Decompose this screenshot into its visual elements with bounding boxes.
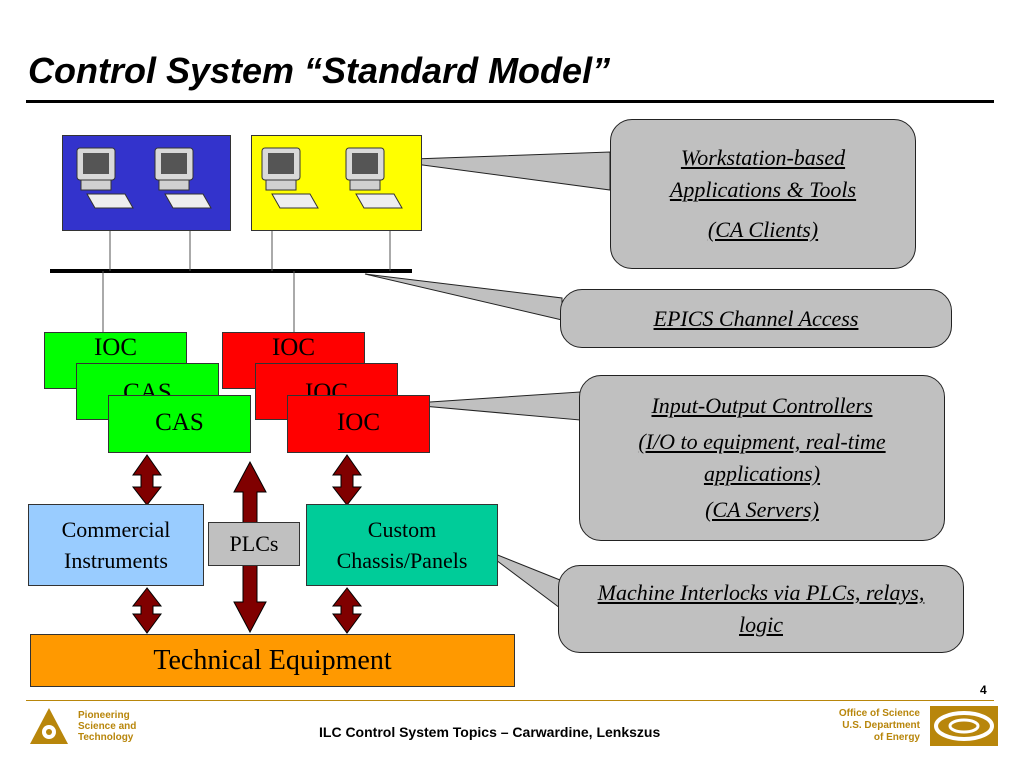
footer-divider [26, 700, 994, 701]
workstation-panel-yellow [251, 135, 422, 231]
workstation-panel-blue [62, 135, 231, 231]
callout-text: EPICS Channel Access [653, 305, 859, 331]
callout-workstation: Workstation-based Applications & Tools (… [610, 119, 916, 269]
footer-left-line: Technology [78, 732, 134, 743]
workstation-icons [76, 147, 212, 209]
callout-epics: EPICS Channel Access [560, 289, 952, 348]
page-title: Control System “Standard Model” [28, 50, 611, 91]
ioc-box-red-front: IOC [287, 395, 430, 453]
callout-ioc: Input-Output Controllers (I/O to equipme… [579, 375, 945, 541]
technical-equipment-box: Technical Equipment [30, 634, 515, 687]
computer-icon [345, 147, 403, 209]
double-arrow-right-lower [331, 587, 363, 634]
footer-right-line: U.S. Department [842, 720, 920, 731]
callout-text: (CA Clients) [707, 217, 819, 242]
callout-text: Input-Output Controllers [651, 393, 873, 418]
workstation-icons [261, 147, 403, 209]
double-arrow-left-upper [131, 454, 163, 506]
callout-text: (I/O to equipment, real-time application… [638, 429, 886, 486]
footer-right-line: of Energy [873, 732, 920, 743]
callout-text: (CA Servers) [705, 497, 819, 522]
footer-right-text: Office of Science U.S. Department of Ene… [800, 708, 920, 744]
cas-box-green-front: CAS [108, 395, 251, 453]
double-arrow-left-lower [131, 587, 163, 634]
callout-text: Applications & Tools [669, 177, 857, 202]
callout-pointer [364, 273, 563, 321]
footer-left-line: Pioneering [78, 710, 130, 721]
computer-icon [76, 147, 134, 209]
commercial-instruments-box: Commercial Instruments [28, 504, 204, 586]
science-logo-icon [30, 708, 68, 744]
double-arrow-right-upper [331, 454, 363, 506]
callout-text: Workstation-based [680, 145, 846, 170]
footer-right-line: Office of Science [838, 708, 920, 719]
page-number: 4 [980, 683, 987, 697]
doe-logo-icon [930, 706, 998, 746]
plcs-box: PLCs [208, 522, 300, 566]
custom-chassis-box: Custom Chassis/Panels [306, 504, 498, 586]
footer-left-line: Science and [78, 721, 137, 732]
computer-icon [154, 147, 212, 209]
footer-center-text: ILC Control System Topics – Carwardine, … [319, 724, 661, 740]
computer-icon [261, 147, 319, 209]
callout-interlocks: Machine Interlocks via PLCs, relays, log… [558, 565, 964, 653]
footer-left-text: Pioneering Science and Technology [78, 710, 136, 743]
callout-text: Machine Interlocks via PLCs, relays, log… [597, 580, 925, 637]
title-divider [26, 100, 994, 103]
